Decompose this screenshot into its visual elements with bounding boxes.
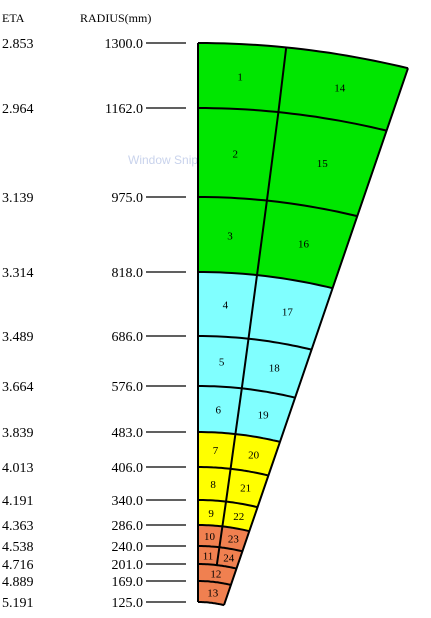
radius-value: 1162.0: [105, 102, 143, 117]
cell-label-22: 22: [233, 511, 244, 523]
cell-3: [198, 197, 267, 276]
cell-label-24: 24: [223, 553, 235, 565]
ring-boundary-6: [198, 431, 281, 443]
cell-label-2: 2: [233, 149, 239, 161]
eta-value: 3.314: [2, 266, 34, 281]
ring-boundary-0: [198, 42, 409, 70]
radius-value: 201.0: [112, 558, 144, 573]
cell-15: [266, 112, 387, 217]
radius-value: 169.0: [112, 575, 144, 590]
cell-label-1: 1: [237, 72, 243, 84]
cell-label-11: 11: [203, 550, 214, 562]
cell-18: [241, 338, 312, 398]
eta-value: 4.889: [2, 575, 34, 590]
eta-value: 3.489: [2, 330, 34, 345]
eta-value: 4.191: [2, 494, 34, 509]
cell-12: [198, 564, 237, 585]
cell-6: [198, 386, 242, 435]
eta-value: 4.538: [2, 540, 34, 555]
cell-5: [198, 336, 249, 389]
radius-value: 240.0: [112, 540, 144, 555]
eta-value: 4.716: [2, 558, 34, 573]
ring-boundary-2: [198, 196, 358, 218]
right-edge: [223, 67, 409, 606]
ring-boundary-1: [198, 107, 387, 132]
cell-label-21: 21: [240, 483, 251, 495]
cell-label-10: 10: [204, 531, 216, 543]
cell-8: [198, 467, 231, 502]
cell-11: [198, 546, 220, 566]
radius-value: 1300.0: [105, 37, 144, 52]
cell-label-14: 14: [334, 83, 346, 95]
radius-value: 286.0: [112, 519, 144, 534]
cell-label-17: 17: [282, 307, 294, 319]
ring-boundary-13: [198, 601, 225, 607]
cells-layer: [198, 43, 408, 606]
column-divider: [215, 47, 288, 566]
cell-22: [222, 501, 258, 532]
radius-column-header: RADIUS(mm): [80, 11, 151, 25]
cell-7: [198, 432, 236, 469]
cell-label-7: 7: [213, 445, 219, 457]
cell-label-19: 19: [258, 410, 270, 422]
cell-16: [257, 200, 358, 289]
radius-value: 406.0: [112, 461, 144, 476]
ring-boundary-3: [198, 271, 333, 290]
eta-value: 3.664: [2, 380, 34, 395]
radius-value: 576.0: [112, 380, 144, 395]
cell-label-4: 4: [223, 300, 229, 312]
cell-label-18: 18: [269, 363, 281, 375]
ring-boundary-12: [198, 580, 232, 586]
cell-21: [226, 468, 269, 508]
cell-label-16: 16: [298, 239, 310, 251]
cell-label-13: 13: [207, 587, 219, 599]
radius-value: 975.0: [112, 191, 144, 206]
cell-23: [219, 526, 250, 552]
lines-layer: [197, 42, 409, 607]
radius-value: 340.0: [112, 494, 144, 509]
cell-label-9: 9: [208, 508, 214, 520]
cell-13: [198, 581, 231, 606]
cell-label-3: 3: [227, 230, 233, 242]
cell-label-5: 5: [219, 357, 225, 369]
cell-9: [198, 500, 226, 527]
eta-column-header: ETA: [2, 11, 25, 25]
watermark-text: Window Snip: [128, 153, 198, 167]
radius-value: 483.0: [112, 426, 144, 441]
ring-boundary-5: [198, 385, 296, 399]
cell-10: [198, 525, 223, 548]
cell-label-20: 20: [248, 449, 260, 461]
cell-24: [216, 547, 243, 569]
cell-label-6: 6: [216, 405, 222, 417]
cell-label-8: 8: [210, 479, 216, 491]
eta-value: 2.964: [2, 102, 34, 117]
eta-value: 3.839: [2, 426, 34, 441]
cell-1: [198, 43, 287, 113]
ring-boundary-9: [198, 524, 250, 533]
cell-14: [278, 47, 408, 131]
eta-value: 5.191: [2, 596, 34, 611]
cell-17: [248, 275, 333, 350]
radius-value: 125.0: [112, 596, 144, 611]
ring-boundary-11: [198, 563, 237, 570]
eta-value: 2.853: [2, 37, 34, 52]
ring-boundary-4: [198, 335, 312, 351]
radius-value: 818.0: [112, 266, 144, 281]
cell-4: [198, 272, 257, 339]
radius-value: 686.0: [112, 330, 144, 345]
eta-value: 3.139: [2, 191, 34, 206]
cell-20: [230, 434, 280, 476]
ring-boundary-8: [198, 499, 258, 509]
cell-label-23: 23: [228, 534, 240, 546]
eta-value: 4.013: [2, 461, 34, 476]
cell-label-12: 12: [210, 569, 221, 581]
eta-value: 4.363: [2, 519, 34, 534]
cell-19: [235, 388, 296, 442]
cell-2: [198, 108, 279, 201]
cell-label-15: 15: [317, 158, 329, 170]
ring-boundary-7: [198, 466, 269, 477]
